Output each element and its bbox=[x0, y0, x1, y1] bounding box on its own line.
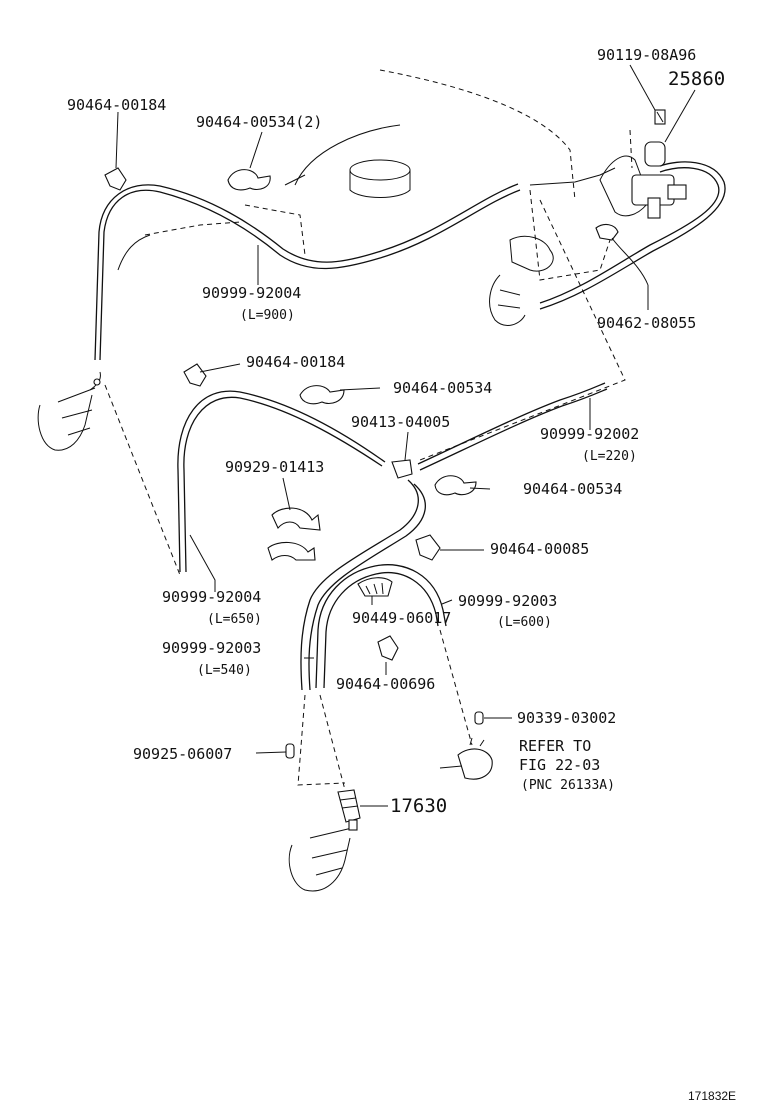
label-90413-04005: 90413-04005 bbox=[351, 413, 450, 431]
label-length-540: (L=540) bbox=[197, 663, 252, 678]
label-25860: 25860 bbox=[668, 68, 725, 90]
clip-90464-00184-top bbox=[104, 167, 127, 191]
plug-90339 bbox=[474, 711, 484, 725]
clip-90464-00696 bbox=[377, 635, 399, 661]
label-fig-22-03: FIG 22-03 bbox=[519, 756, 600, 774]
plug-90925 bbox=[285, 743, 295, 759]
label-90119-08a96: 90119-08A96 bbox=[597, 46, 696, 64]
bolt-90119 bbox=[654, 109, 666, 125]
engine-outline bbox=[117, 69, 626, 461]
clip-90464-00534-top bbox=[227, 169, 271, 191]
label-90925-06007: 90925-06007 bbox=[133, 745, 232, 763]
clip-90464-00534-mid bbox=[299, 385, 345, 405]
label-length-220: (L=220) bbox=[582, 449, 637, 464]
part-labels: 90119-08A96 25860 90464-00184 90464-0053… bbox=[67, 46, 736, 1103]
label-length-600: (L=600) bbox=[497, 615, 552, 630]
label-90999-92003-right: 90999-92003 bbox=[458, 592, 557, 610]
left-canister-bottom bbox=[288, 827, 353, 892]
clip-90464-00085 bbox=[415, 534, 441, 561]
clip-90464-00534-right bbox=[434, 475, 477, 496]
clip-90929 bbox=[267, 507, 321, 561]
clip-90462-08055 bbox=[595, 223, 619, 241]
clip-90449 bbox=[357, 577, 393, 597]
label-90464-00696: 90464-00696 bbox=[336, 675, 435, 693]
label-90464-00534-2: 90464-00534(2) bbox=[196, 113, 322, 131]
leader-lines bbox=[115, 64, 696, 807]
label-90999-92004-mid: 90999-92004 bbox=[162, 588, 261, 606]
vsv-ref-22-03 bbox=[439, 737, 493, 780]
label-90999-92004-top: 90999-92004 bbox=[202, 284, 301, 302]
clip-90464-00184-mid bbox=[183, 363, 207, 387]
label-90464-00184-mid: 90464-00184 bbox=[246, 353, 345, 371]
label-90464-00184-top: 90464-00184 bbox=[67, 96, 166, 114]
left-canister-top bbox=[37, 371, 101, 451]
label-17630: 17630 bbox=[390, 795, 447, 817]
label-refer-to: REFER TO bbox=[519, 737, 591, 755]
label-90999-92003-left: 90999-92003 bbox=[162, 639, 261, 657]
label-90929-01413: 90929-01413 bbox=[225, 458, 324, 476]
label-90464-00534-right: 90464-00534 bbox=[523, 480, 622, 498]
label-90462-08055: 90462-08055 bbox=[597, 314, 696, 332]
label-90339-03002: 90339-03002 bbox=[517, 709, 616, 727]
vsv-valve-25860 bbox=[599, 141, 687, 219]
figure-id: 171832E bbox=[688, 1089, 736, 1103]
label-90464-00534-mid: 90464-00534 bbox=[393, 379, 492, 397]
label-90449-06017: 90449-06017 bbox=[352, 609, 451, 627]
label-length-900: (L=900) bbox=[240, 308, 295, 323]
label-pnc-26133a: (PNC 26133A) bbox=[521, 778, 615, 793]
valve-17630 bbox=[337, 789, 361, 831]
label-length-650: (L=650) bbox=[207, 612, 262, 627]
label-90999-92002: 90999-92002 bbox=[540, 425, 639, 443]
vacuum-hoses bbox=[94, 161, 726, 691]
label-90464-00085: 90464-00085 bbox=[490, 540, 589, 558]
routing-dash-lines bbox=[104, 129, 633, 791]
tee-90413 bbox=[391, 459, 413, 479]
